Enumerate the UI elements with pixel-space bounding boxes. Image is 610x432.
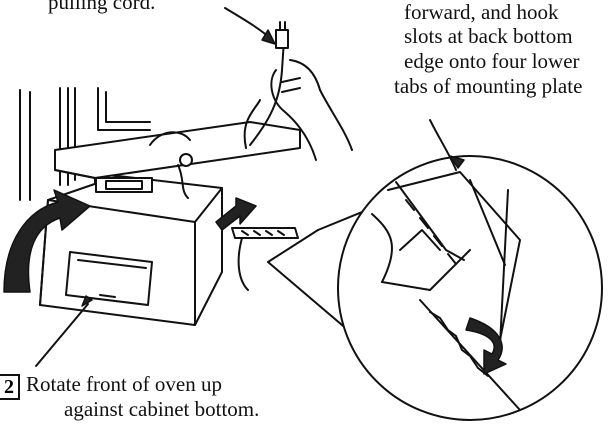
- pointer-arrow-bottom: [35, 303, 89, 367]
- bottom-instruction-line-2: against cabinet bottom.: [64, 397, 260, 421]
- bottom-instruction-line-1: Rotate front of oven up: [26, 372, 222, 396]
- right-instruction-line-3: edge onto four lower: [404, 49, 580, 73]
- power-cord: [243, 21, 289, 149]
- step-number-badge: 2: [0, 374, 20, 400]
- rotate-arrow: [3, 189, 91, 293]
- mounting-bracket: [231, 227, 299, 291]
- right-instruction-line-4: tabs of mounting plate: [394, 74, 583, 98]
- microwave-oven: [39, 153, 223, 326]
- top-left-caption: pulling cord.: [48, 0, 156, 14]
- pointer-arrow-right: [429, 119, 457, 171]
- hand-holding-cord: [270, 59, 353, 161]
- zoom-detail-circle: [337, 155, 603, 421]
- hook-down-arrow: [465, 317, 507, 375]
- push-arrow: [215, 197, 257, 231]
- upper-cabinet: [54, 121, 301, 189]
- right-instruction-line-1: forward, and hook: [404, 0, 559, 24]
- right-instruction-line-2: slots at back bottom: [404, 24, 573, 48]
- wall-window-frame: [19, 87, 151, 201]
